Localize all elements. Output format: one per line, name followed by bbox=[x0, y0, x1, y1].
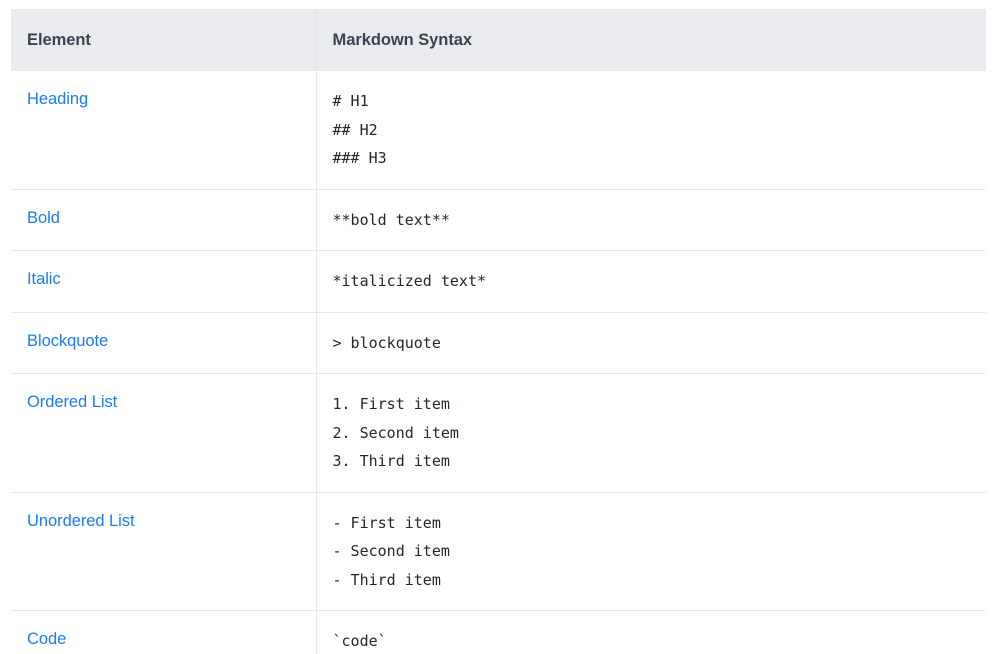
cell-markdown-syntax: **bold text** bbox=[316, 189, 986, 251]
table-header: Element Markdown Syntax bbox=[11, 9, 986, 71]
table-row: Heading # H1 ## H2 ### H3 bbox=[11, 71, 987, 190]
syntax-line: 3. Third item bbox=[332, 452, 450, 470]
table-body: Heading # H1 ## H2 ### H3 Bold **bold text** I… bbox=[11, 71, 986, 654]
syntax-line: ## H2 bbox=[332, 120, 378, 139]
cell-element: Code bbox=[11, 610, 317, 654]
markdown-syntax-table: Element Markdown Syntax Heading # H1 ## H2… bbox=[11, 9, 986, 654]
syntax-code-block: > blockquote bbox=[333, 329, 987, 358]
element-link[interactable]: Bold bbox=[27, 208, 60, 227]
column-header-markdown-syntax: Markdown Syntax bbox=[332, 31, 473, 49]
syntax-code-block: `code` bbox=[333, 627, 987, 654]
syntax-line: ### H3 bbox=[332, 149, 387, 167]
syntax-code-block: **bold text** bbox=[333, 206, 987, 235]
element-link[interactable]: Ordered List bbox=[27, 393, 118, 411]
syntax-line: *italicized text* bbox=[332, 272, 487, 290]
syntax-code-block: 1. First item 2. Second item 3. Third item bbox=[333, 390, 987, 476]
syntax-line: **bold text** bbox=[332, 210, 450, 229]
syntax-line: 2. Second item bbox=[332, 423, 459, 442]
syntax-code-block: # H1 ## H2 ### H3 bbox=[333, 87, 987, 173]
table-row: Unordered List- First item- Second item-… bbox=[11, 492, 986, 611]
cell-markdown-syntax: 1. First item 2. Second item 3. Third item bbox=[316, 373, 987, 493]
cell-markdown-syntax: > blockquote bbox=[316, 312, 986, 374]
syntax-line: - Third item bbox=[332, 570, 441, 589]
cell-markdown-syntax: `code` bbox=[316, 610, 987, 654]
cell-element: Ordered List bbox=[11, 373, 317, 493]
cell-markdown-syntax: # H1 ## H2 ### H3 bbox=[316, 71, 987, 190]
table-header-row: Element Markdown Syntax bbox=[11, 9, 986, 71]
syntax-line: 1. First item bbox=[332, 395, 450, 413]
element-link[interactable]: Heading bbox=[27, 90, 89, 108]
element-link[interactable]: Code bbox=[27, 630, 67, 648]
cell-element: Unordered List bbox=[11, 492, 317, 611]
element-link[interactable]: Italic bbox=[27, 270, 61, 288]
syntax-line: - First item bbox=[332, 513, 441, 532]
column-header-element: Element bbox=[11, 9, 317, 71]
cell-markdown-syntax: *italicized text* bbox=[316, 250, 987, 313]
cell-markdown-syntax: - First item - Second item - Third item bbox=[316, 492, 986, 611]
table-row: Bold **bold text** bbox=[11, 189, 986, 251]
syntax-line: - Second item bbox=[332, 542, 450, 560]
element-link[interactable]: Unordered List bbox=[27, 511, 135, 530]
cell-element: Blockquote bbox=[11, 312, 317, 374]
cell-element: Heading bbox=[11, 71, 317, 190]
syntax-code-block: *italicized text* bbox=[333, 267, 987, 296]
table-row: Italic *italicized text* bbox=[11, 250, 987, 313]
syntax-code-block: - First item - Second item - Third item bbox=[333, 509, 987, 595]
syntax-line: `code` bbox=[332, 632, 387, 650]
table-row: Ordered List 1. First item 2. Second item 3… bbox=[11, 373, 987, 493]
table-row: Blockquote > blockquote bbox=[11, 312, 986, 374]
syntax-line: # H1 bbox=[332, 92, 369, 110]
syntax-line: > blockquote bbox=[332, 333, 441, 352]
table-row: Code `code` bbox=[11, 610, 987, 654]
cell-element: Bold bbox=[11, 189, 317, 251]
element-link[interactable]: Blockquote bbox=[27, 331, 109, 350]
cell-element: Italic bbox=[11, 250, 317, 313]
